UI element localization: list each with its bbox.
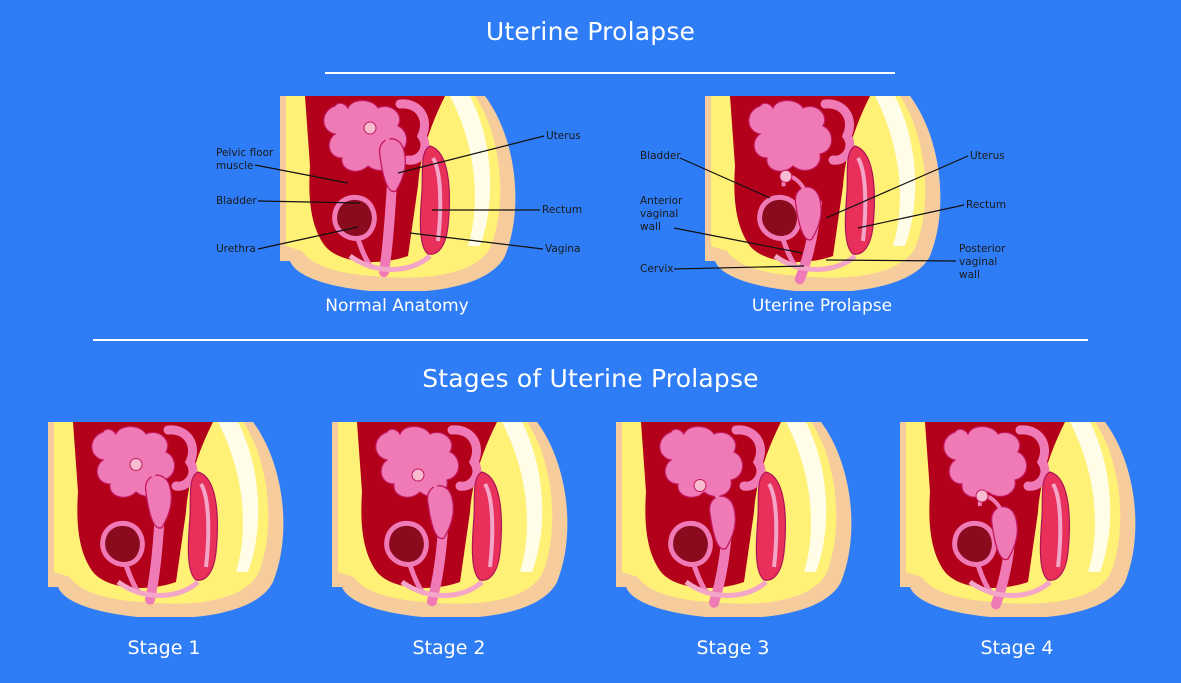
pelvic-floor-muscle bbox=[348, 253, 432, 272]
rectum-lumen bbox=[431, 156, 443, 242]
leader-bladder-2 bbox=[679, 157, 771, 199]
label-rectum: Rectum bbox=[542, 204, 582, 216]
ovary bbox=[779, 169, 793, 183]
label-urethra: Urethra bbox=[216, 243, 256, 255]
stages-title: Stages of Uterine Prolapse bbox=[422, 364, 759, 393]
leader-posterior bbox=[825, 259, 957, 262]
colon-loop bbox=[731, 425, 766, 491]
leader-rectum-2 bbox=[857, 204, 965, 229]
label-rectum-2: Rectum bbox=[966, 199, 1006, 211]
stage-1-caption: Stage 1 bbox=[127, 637, 201, 659]
ovary bbox=[693, 479, 707, 492]
intestines bbox=[659, 425, 744, 498]
colon-loop bbox=[163, 425, 198, 491]
intestines bbox=[748, 99, 833, 172]
rectum bbox=[1039, 471, 1070, 581]
sacrum bbox=[502, 422, 543, 572]
leader-bladder bbox=[257, 200, 361, 204]
section-divider bbox=[93, 339, 1088, 341]
label-pelvic-floor: Pelvic floor bbox=[216, 147, 274, 159]
pelvic-floor-muscle bbox=[968, 579, 1052, 598]
leader-vagina bbox=[409, 232, 544, 250]
stage-4-caption: Stage 4 bbox=[980, 637, 1054, 659]
prolapse-caption: Uterine Prolapse bbox=[751, 296, 893, 316]
sacrum bbox=[786, 422, 827, 572]
leader-uterus bbox=[397, 135, 545, 174]
rectum bbox=[755, 471, 786, 581]
stage-1-illustration bbox=[48, 422, 284, 617]
label-posterior-2: vaginal bbox=[959, 256, 997, 268]
rectum-lumen bbox=[199, 482, 211, 568]
leader-anterior bbox=[673, 227, 803, 254]
rectum bbox=[419, 145, 450, 255]
label-uterus: Uterus bbox=[546, 130, 581, 142]
stage-2-illustration bbox=[332, 422, 568, 617]
leader-pelvic-floor bbox=[254, 164, 349, 184]
stage-4-illustration bbox=[900, 422, 1136, 617]
label-posterior-1: Posterior bbox=[959, 243, 1006, 255]
label-uterus-2: Uterus bbox=[970, 150, 1005, 162]
pelvic-floor-muscle bbox=[400, 579, 484, 598]
intestines bbox=[375, 425, 460, 498]
label-anterior-3: wall bbox=[640, 221, 661, 233]
title-divider bbox=[325, 72, 895, 74]
bladder bbox=[668, 520, 713, 567]
stage-2-caption: Stage 2 bbox=[412, 637, 486, 659]
ovary bbox=[363, 121, 377, 135]
bladder bbox=[952, 520, 997, 567]
sacrum bbox=[218, 422, 259, 572]
rectum-lumen bbox=[1051, 482, 1063, 568]
normal-anatomy-labels: Pelvic floor muscle Bladder Urethra Uter… bbox=[216, 130, 582, 255]
leader-urethra bbox=[257, 226, 359, 250]
intestines bbox=[943, 425, 1028, 498]
page-title: Uterine Prolapse bbox=[485, 17, 696, 46]
sacrum bbox=[1070, 422, 1111, 572]
label-anterior-2: vaginal bbox=[640, 208, 678, 220]
colon-loop bbox=[395, 99, 430, 165]
label-anterior-1: Anterior bbox=[640, 195, 683, 207]
ovary bbox=[975, 489, 989, 503]
colon-loop bbox=[447, 425, 482, 491]
pelvic-floor-muscle bbox=[684, 579, 768, 598]
prolapse-labels: Bladder Anterior vaginal wall Cervix Ute… bbox=[640, 150, 1006, 281]
rectum-lumen bbox=[483, 482, 495, 568]
bladder bbox=[757, 194, 802, 241]
colon-loop bbox=[1015, 425, 1050, 491]
leader-cervix bbox=[673, 265, 805, 270]
vagina bbox=[379, 179, 397, 277]
rectum-lumen bbox=[767, 482, 779, 568]
leader-uterus-2 bbox=[825, 155, 969, 219]
rectum bbox=[471, 471, 502, 581]
sacrum bbox=[875, 96, 916, 246]
normal-anatomy-caption: Normal Anatomy bbox=[325, 296, 469, 316]
label-pelvic-floor-2: muscle bbox=[216, 160, 254, 172]
bladder bbox=[332, 194, 377, 241]
bladder bbox=[100, 520, 145, 567]
sacrum bbox=[450, 96, 491, 246]
label-cervix: Cervix bbox=[640, 263, 673, 275]
ovary bbox=[129, 458, 143, 471]
stage-3-illustration bbox=[616, 422, 852, 617]
rectum bbox=[844, 145, 875, 255]
stage-3-caption: Stage 3 bbox=[696, 637, 770, 659]
label-posterior-3: wall bbox=[959, 269, 980, 281]
ovary bbox=[411, 468, 425, 482]
rectum-lumen bbox=[856, 156, 868, 242]
label-bladder: Bladder bbox=[216, 195, 257, 207]
label-bladder-2: Bladder bbox=[640, 150, 681, 162]
bladder bbox=[384, 520, 429, 567]
rectum bbox=[187, 471, 218, 581]
label-vagina: Vagina bbox=[545, 243, 580, 255]
pelvic-floor-muscle bbox=[773, 253, 857, 272]
prolapse-illustration bbox=[705, 96, 941, 291]
normal-anatomy-illustration bbox=[280, 96, 516, 291]
pelvic-floor-muscle bbox=[116, 579, 200, 598]
colon-loop bbox=[820, 99, 855, 165]
